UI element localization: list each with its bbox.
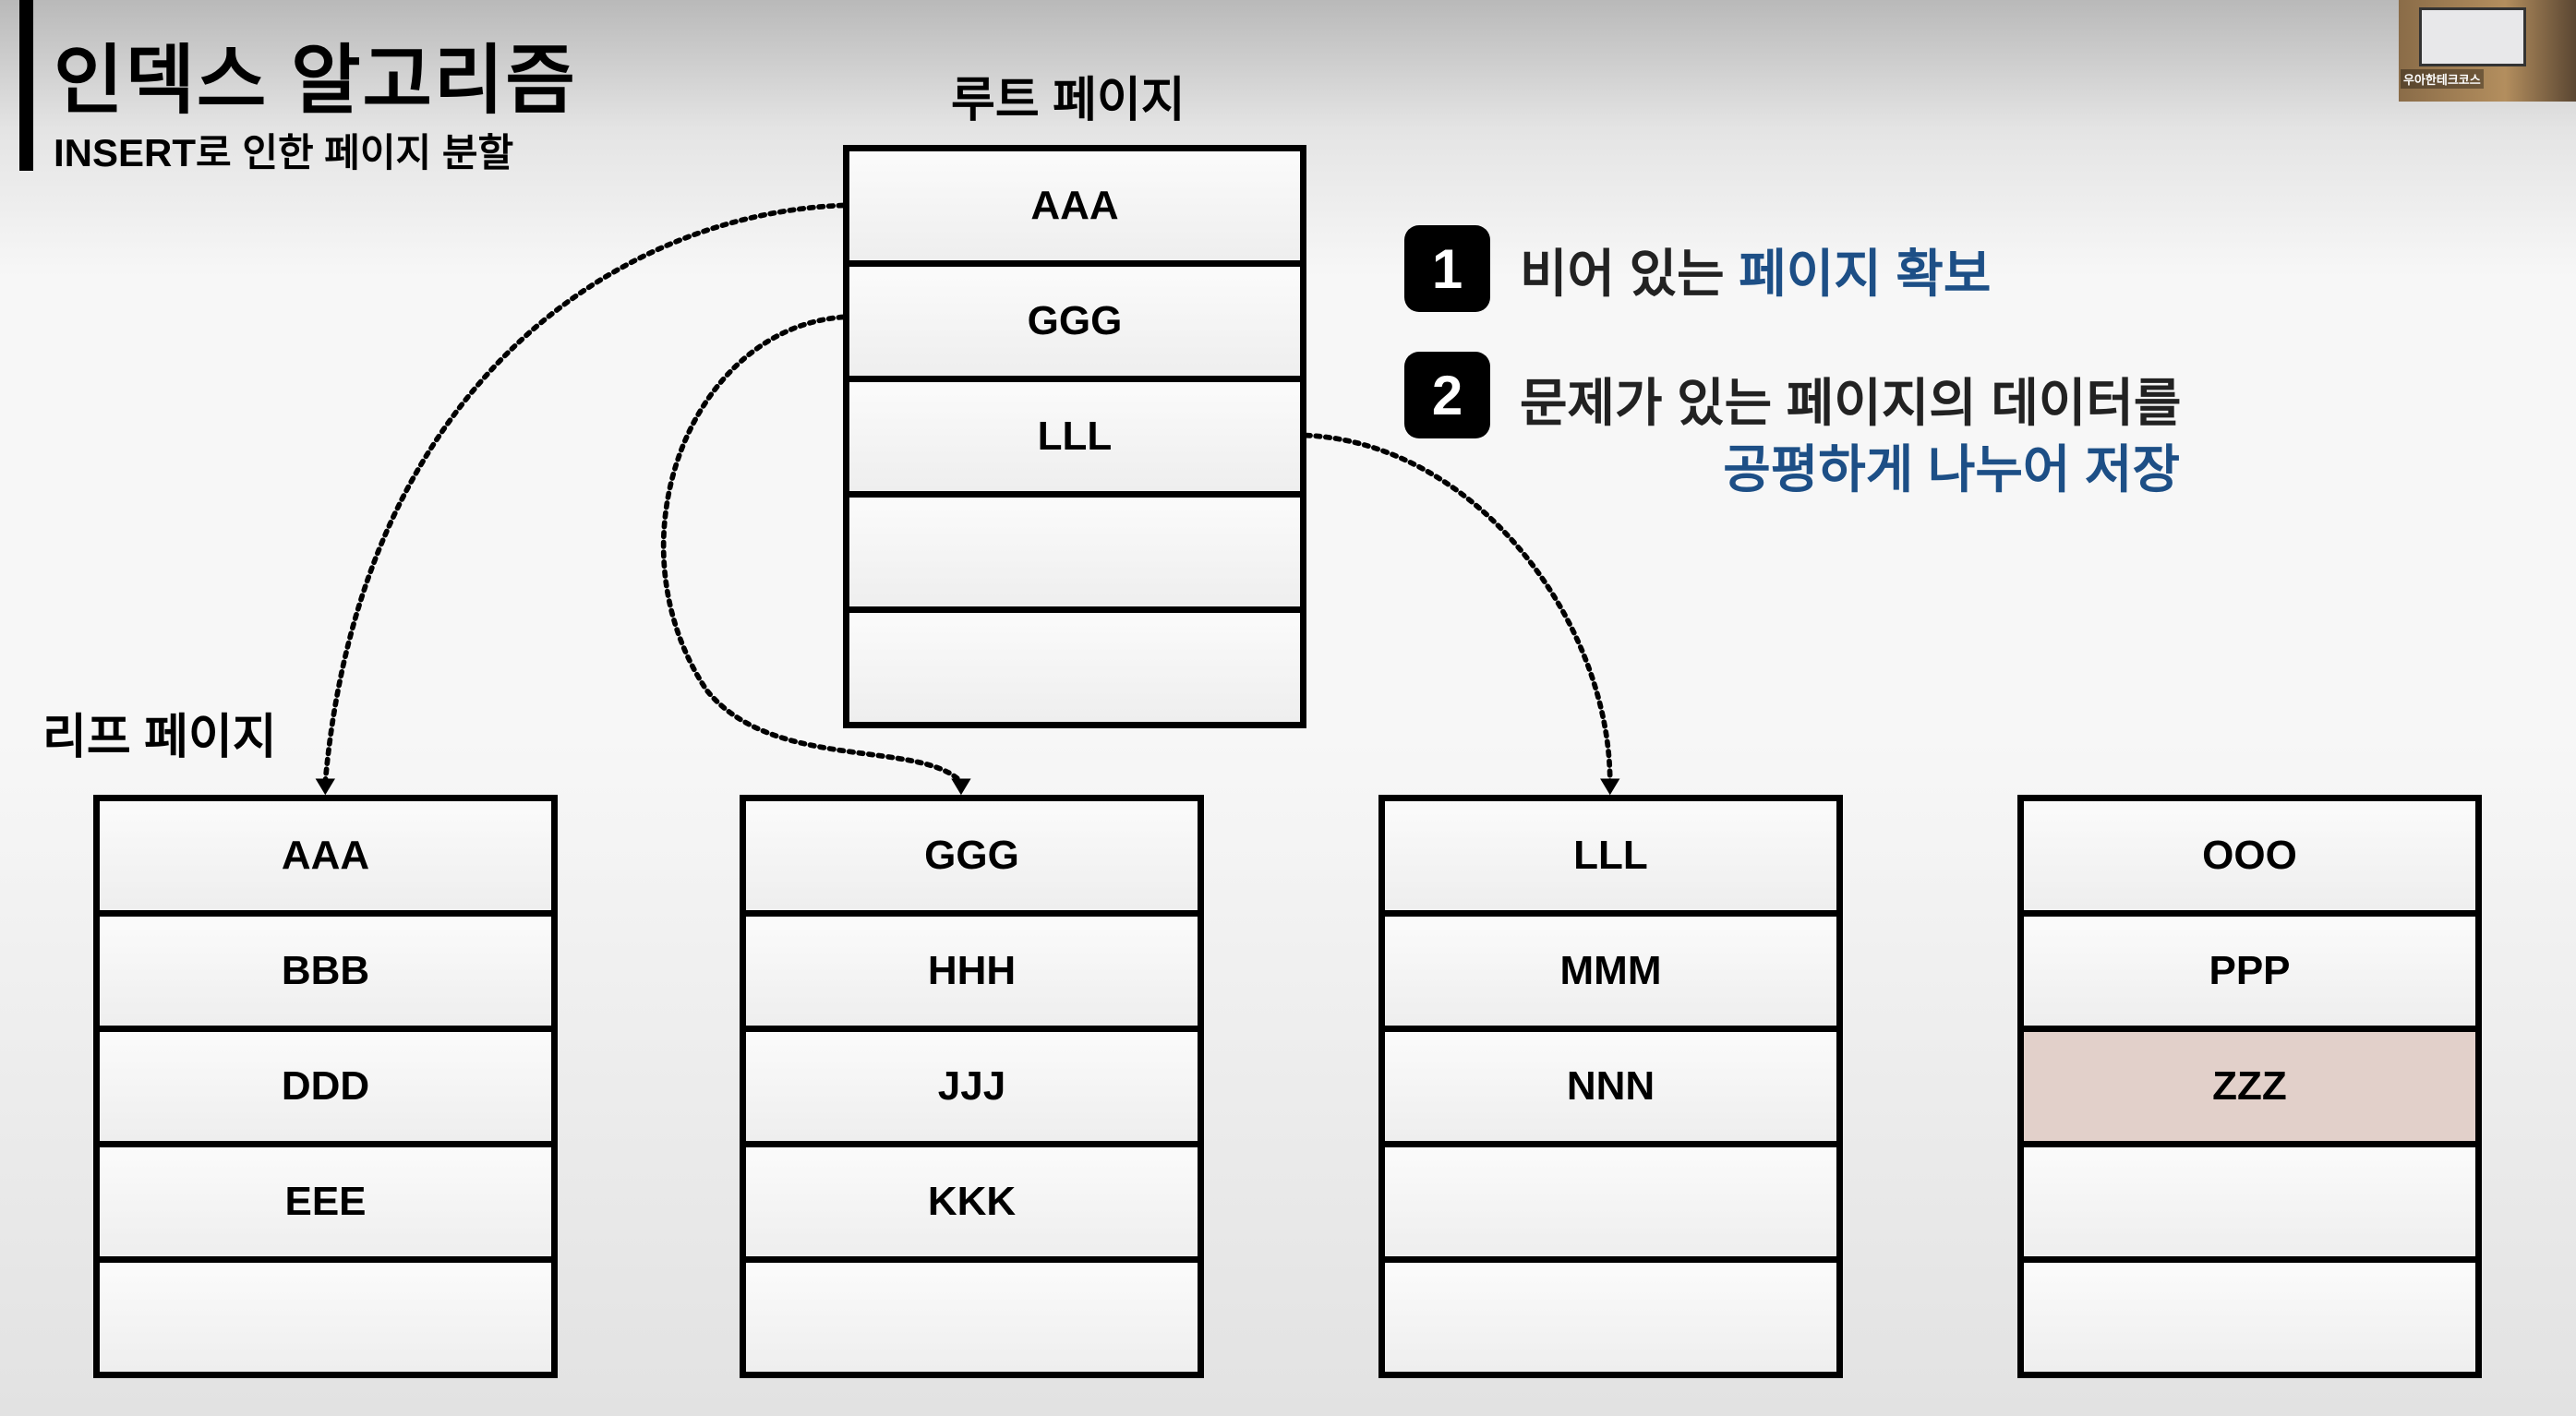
webcam-caption: 우아한테크코스 <box>2401 69 2484 89</box>
arrow-lll <box>1303 432 1613 785</box>
leaf-page-label: 리프 페이지 <box>42 711 277 764</box>
leaf-cell: JJJ <box>746 1032 1198 1141</box>
leaf-page-1: AAA BBB DDD EEE <box>93 795 558 1378</box>
leaf-cell: AAA <box>100 801 551 910</box>
page-title: 인덱스 알고리즘 <box>54 39 577 123</box>
arrowhead-icon <box>1600 778 1620 796</box>
leaf-cell: KKK <box>746 1147 1198 1256</box>
leaf-cell: LLL <box>1385 801 1836 910</box>
step-1-highlight: 페이지 확보 <box>1739 245 1992 303</box>
step-1-text: 비어 있는 페이지 확보 <box>1520 233 1991 307</box>
leaf-page-2: GGG HHH JJJ KKK <box>740 795 1204 1378</box>
leaf-cell: DDD <box>100 1032 551 1141</box>
arrow-ggg <box>660 314 964 785</box>
leaf-cell: BBB <box>100 917 551 1026</box>
leaf-cell <box>746 1263 1198 1372</box>
presentation-screen-image <box>2419 7 2526 66</box>
step-2-highlight: 공평하게 나누어 저장 <box>1723 440 2180 498</box>
leaf-cell: OOO <box>2024 801 2475 910</box>
root-page: AAA GGG LLL <box>843 145 1306 728</box>
leaf-cell: PPP <box>2024 917 2475 1026</box>
root-cell: LLL <box>849 382 1300 491</box>
arrow-aaa <box>322 202 846 785</box>
arrowhead-icon <box>951 778 971 796</box>
root-cell: AAA <box>849 151 1300 260</box>
step-1-badge: 1 <box>1404 225 1490 312</box>
root-cell <box>849 613 1300 722</box>
step-2-text: 문제가 있는 페이지의 데이터를 <box>1520 374 2182 432</box>
webcam-thumbnail: 우아한테크코스 <box>2399 0 2576 102</box>
root-cell: GGG <box>849 267 1300 376</box>
leaf-page-4: OOO PPP ZZZ <box>2017 795 2482 1378</box>
leaf-cell: GGG <box>746 801 1198 910</box>
leaf-cell <box>1385 1147 1836 1256</box>
leaf-cell-highlighted: ZZZ <box>2024 1032 2475 1141</box>
leaf-cell: NNN <box>1385 1032 1836 1141</box>
leaf-cell <box>2024 1263 2475 1372</box>
root-cell <box>849 498 1300 606</box>
leaf-cell <box>100 1263 551 1372</box>
leaf-cell: MMM <box>1385 917 1836 1026</box>
leaf-cell: HHH <box>746 917 1198 1026</box>
arrowhead-icon <box>315 778 335 796</box>
step-1-plain: 비어 있는 <box>1520 245 1739 303</box>
leaf-page-3: LLL MMM NNN <box>1378 795 1843 1378</box>
title-accent-bar <box>19 0 33 171</box>
page-subtitle: INSERT로 인한 페이지 분할 <box>54 131 514 174</box>
leaf-cell <box>1385 1263 1836 1372</box>
step-2-badge: 2 <box>1404 352 1490 438</box>
leaf-cell: EEE <box>100 1147 551 1256</box>
root-page-label: 루트 페이지 <box>951 74 1186 127</box>
leaf-cell <box>2024 1147 2475 1256</box>
